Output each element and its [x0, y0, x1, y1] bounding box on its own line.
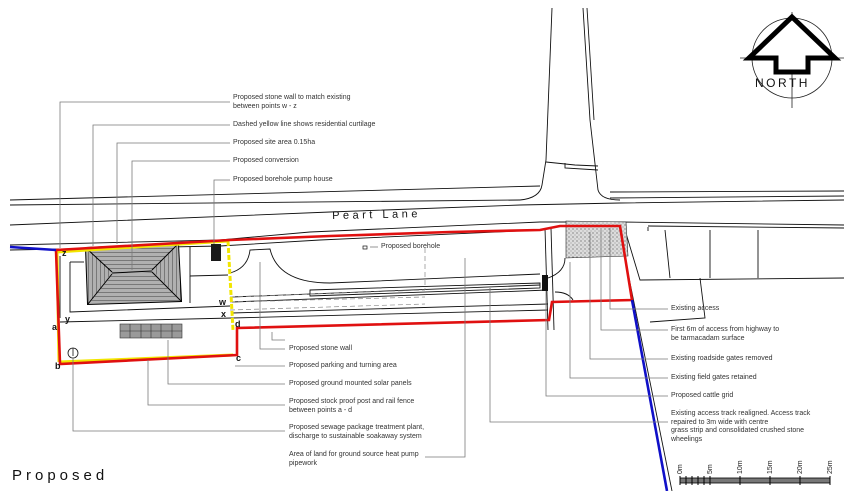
north-label: NORTH [755, 76, 810, 90]
note-stone-wall-w-z: Proposed stone wall to match existing be… [233, 94, 351, 110]
note-stone-wall: Proposed stone wall [289, 345, 353, 352]
cattle-grid [542, 275, 548, 291]
point-label-z: z [62, 248, 67, 258]
ownership-boundary [9, 245, 669, 491]
point-label-b: b [55, 361, 61, 371]
note-roadside-gates: Existing roadside gates removed [671, 355, 773, 362]
access-track [231, 227, 673, 491]
note-fence: Proposed stock proof post and rail fence… [289, 398, 415, 414]
point-label-d: d [235, 319, 241, 329]
note-sewage: Proposed sewage package treatment plant,… [289, 424, 425, 440]
scale-tick-10: 10m [737, 460, 744, 474]
leader-lines [59, 101, 668, 458]
note-existing-access: Existing access [671, 305, 720, 312]
point-label-x: x [221, 309, 227, 319]
parking-turning-area [229, 248, 541, 284]
scale-tick-5: 5m [707, 464, 714, 474]
note-conversion: Proposed conversion [233, 157, 299, 164]
note-cattle-grid: Proposed cattle grid [671, 392, 734, 399]
note-site-area: Proposed site area 0.15ha [233, 139, 316, 146]
note-pump-house: Proposed borehole pump house [233, 176, 333, 183]
scale-tick-0: 0m [677, 464, 684, 474]
point-label-w: w [219, 297, 227, 307]
point-label-y: y [65, 314, 71, 324]
note-solar-panels: Proposed ground mounted solar panels [289, 380, 412, 387]
note-field-gates: Existing field gates retained [671, 374, 757, 381]
borehole-pump-house [211, 244, 221, 261]
proposed-conversion-building [84, 242, 183, 306]
side-road [519, 7, 621, 201]
north-arrow-icon [740, 12, 844, 108]
note-curtilage: Dashed yellow line shows residential cur… [233, 121, 376, 128]
point-label-a: a [52, 322, 58, 332]
solar-panels [119, 323, 183, 339]
site-boundary [54, 224, 634, 366]
point-label-c: c [236, 353, 242, 363]
peart-lane-road [9, 185, 844, 251]
note-tarmacadam: First 6m of access from highway to be ta… [671, 326, 780, 342]
scale-bar [679, 476, 831, 485]
borehole-marker [362, 245, 368, 250]
scale-tick-25: 25m [827, 460, 834, 474]
courtyard-walls [59, 247, 233, 323]
sewage-treatment-plant [67, 347, 79, 359]
drawing-title: Proposed [12, 467, 109, 484]
scale-tick-15: 15m [767, 460, 774, 474]
note-heat-pump: Area of land for ground source heat pump… [289, 451, 419, 467]
note-borehole: Proposed borehole [381, 243, 441, 250]
existing-access-stipple [565, 220, 629, 259]
existing-buildings-east [624, 225, 844, 323]
note-parking: Proposed parking and turning area [289, 362, 397, 369]
note-access-track: Existing access track realigned. Access … [671, 410, 811, 443]
scale-tick-20: 20m [797, 460, 804, 474]
dashed-lines [229, 248, 426, 311]
road-name-label: Peart Lane [332, 208, 422, 222]
